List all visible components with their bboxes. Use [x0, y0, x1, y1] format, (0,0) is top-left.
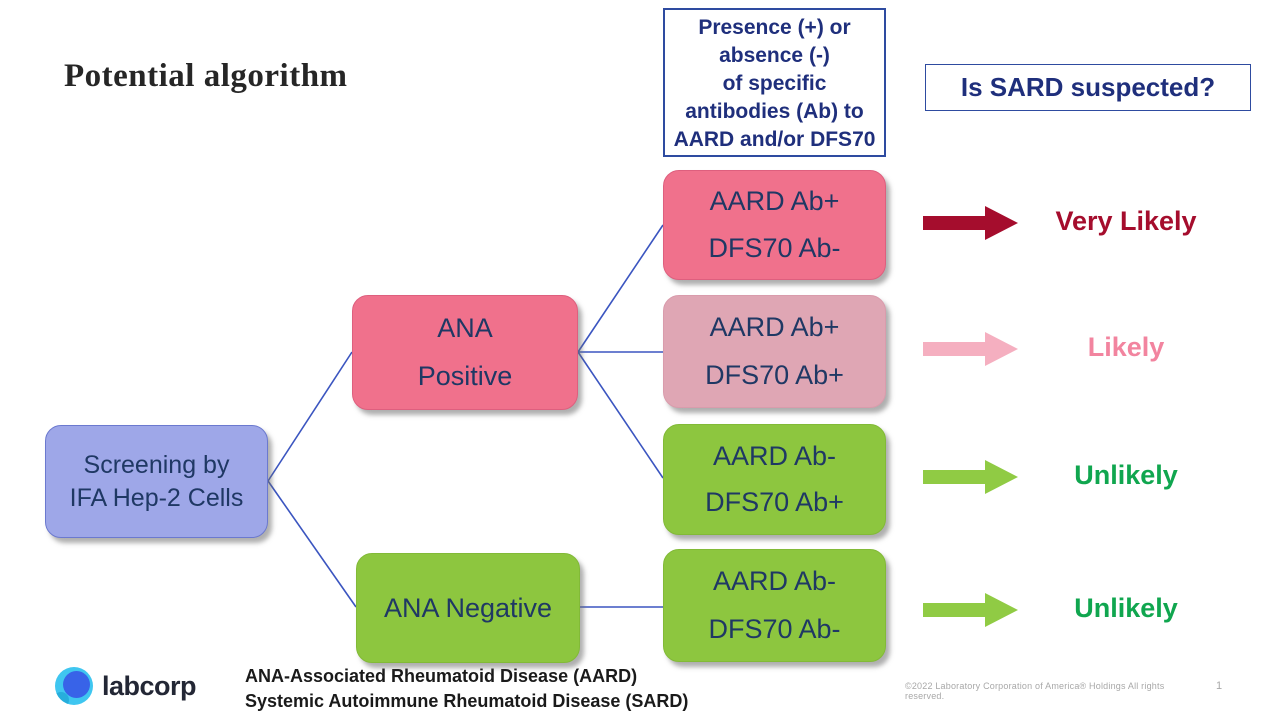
- page-title: Potential algorithm: [64, 58, 348, 94]
- note-line: Presence (+) or: [698, 16, 851, 39]
- ana-positive-box: ANA Positive: [352, 295, 578, 410]
- arrow-right-icon: [923, 206, 1018, 240]
- note-line: of specific: [722, 72, 827, 95]
- outcome-box-aard-pos-dfs70-pos: AARD Ab+ DFS70 Ab+: [663, 295, 886, 408]
- likelihood-label-very-likely: Very Likely: [1055, 206, 1197, 236]
- outcome-line1: AARD Ab-: [712, 440, 837, 471]
- ana-positive-line1: ANA: [437, 313, 493, 343]
- ana-negative-box: ANA Negative: [356, 553, 580, 663]
- note-line: absence (-): [719, 44, 830, 67]
- antibody-presence-note-box: Presence (+) or absence (-) of specific …: [663, 8, 886, 157]
- sard-suspected-question-box: Is SARD suspected?: [925, 64, 1251, 111]
- outcome-box-aard-neg-dfs70-pos: AARD Ab- DFS70 Ab+: [663, 424, 886, 535]
- outcome-box-aard-neg-dfs70-neg: AARD Ab- DFS70 Ab-: [663, 549, 886, 662]
- likelihood-label-likely: Likely: [1087, 332, 1165, 362]
- page-number: 1: [1216, 680, 1223, 692]
- copyright-text: ©2022 Laboratory Corporation of America®…: [905, 681, 1165, 701]
- outcome-line1: AARD Ab+: [709, 186, 840, 217]
- labcorp-logo-text: labcorp: [102, 670, 197, 701]
- ana-positive-line2: Positive: [417, 361, 513, 391]
- outcome-line2: DFS70 Ab-: [708, 613, 841, 644]
- outcome-line1: AARD Ab-: [712, 566, 837, 597]
- question-label: Is SARD suspected?: [960, 72, 1216, 102]
- arrow-right-icon: [923, 460, 1018, 494]
- labcorp-logo-icon: [55, 667, 93, 705]
- note-line: antibodies (Ab) to: [685, 100, 864, 123]
- ana-negative-label: ANA Negative: [383, 592, 553, 623]
- arrow-right-icon: [923, 332, 1018, 366]
- arrow-right-icon: [923, 593, 1018, 627]
- footnote-aard: ANA-Associated Rheumatoid Disease (AARD): [245, 666, 638, 686]
- root-label-line2: IFA Hep-2 Cells: [69, 483, 244, 512]
- labcorp-logo: labcorp: [55, 664, 197, 708]
- outcome-line2: DFS70 Ab+: [705, 359, 844, 390]
- outcome-line1: AARD Ab+: [709, 312, 840, 343]
- note-line: AARD and/or DFS70: [673, 128, 876, 151]
- footnote-sard: Systemic Autoimmune Rheumatoid Disease (…: [245, 691, 689, 711]
- root-label-line1: Screening by: [83, 450, 230, 479]
- outcome-box-aard-pos-dfs70-neg: AARD Ab+ DFS70 Ab-: [663, 170, 886, 280]
- outcome-line2: DFS70 Ab+: [705, 487, 844, 518]
- likelihood-label-unlikely: Unlikely: [1074, 460, 1178, 490]
- outcome-line2: DFS70 Ab-: [708, 232, 841, 263]
- footnotes: ANA-Associated Rheumatoid Disease (AARD)…: [245, 664, 688, 714]
- likelihood-label-unlikely: Unlikely: [1074, 593, 1178, 623]
- screening-root-box: Screening by IFA Hep-2 Cells: [45, 425, 268, 538]
